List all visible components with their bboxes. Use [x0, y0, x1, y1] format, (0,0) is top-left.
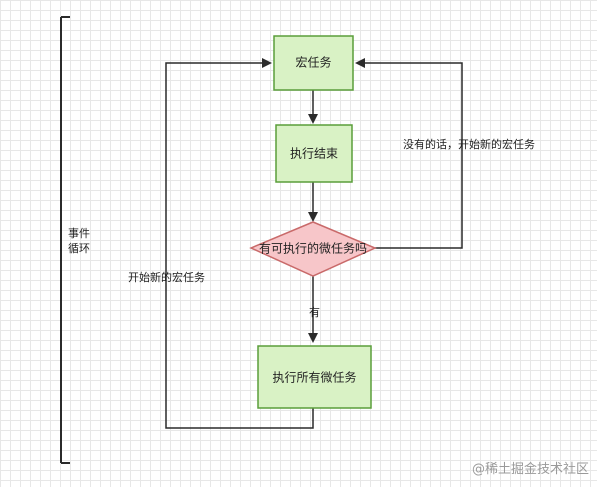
watermark: @稀土掘金技术社区: [471, 462, 589, 477]
node-has-micro-decision: 有可执行的微任务吗: [249, 221, 377, 277]
edge-label-no: 没有的话，开始新的宏任务: [403, 137, 535, 151]
edge-loop-back-new-macrotask: [165, 58, 314, 429]
edge-no-loop-back: [355, 58, 463, 249]
node-exec-all-micro-label: 执行所有微任务: [272, 370, 356, 385]
node-exec-all-micro: 执行所有微任务: [257, 345, 372, 409]
event-loop-label-line1: 事件: [68, 227, 90, 240]
node-macrotask: 宏任务: [273, 35, 354, 91]
event-loop-bracket: [60, 16, 70, 464]
node-exec-end: 执行结束: [275, 124, 353, 183]
edge-label-yes: 有: [309, 305, 320, 319]
edge-label-loop: 开始新的宏任务: [128, 270, 205, 284]
event-loop-label-line2: 循环: [68, 242, 90, 255]
node-has-micro-label: 有可执行的微任务吗: [259, 241, 367, 256]
node-exec-end-label: 执行结束: [290, 147, 338, 161]
node-macrotask-label: 宏任务: [295, 55, 331, 70]
